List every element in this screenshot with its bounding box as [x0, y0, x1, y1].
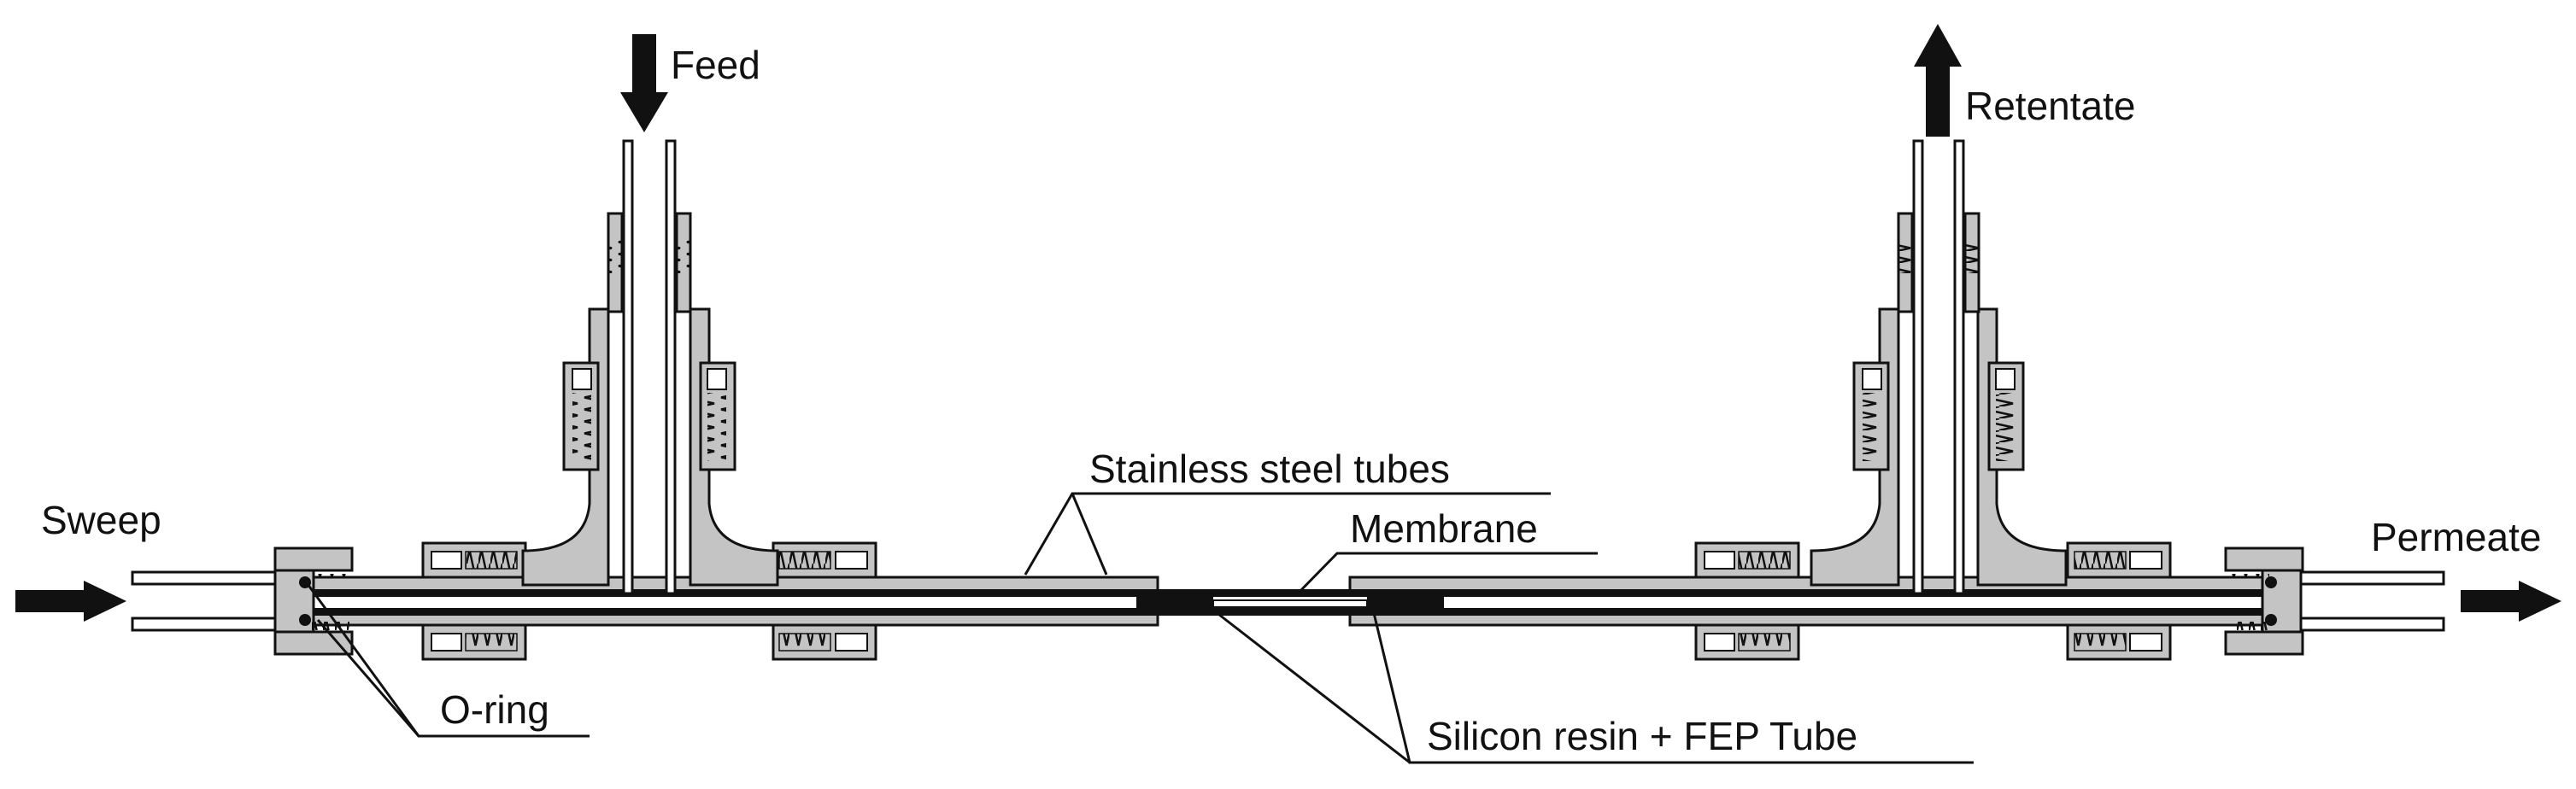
fitting-feed-left-nut: [421, 541, 527, 661]
sweep-label: Sweep: [41, 498, 161, 542]
feed-tee: [521, 139, 779, 595]
fitting-retentate-right-nut: [2066, 541, 2172, 661]
silicon-label: Silicon resin + FEP Tube: [1427, 714, 1857, 758]
silicon-resin-seal-left: [1136, 595, 1213, 612]
membrane-line-bottom: [295, 608, 2286, 616]
feed-label: Feed: [671, 43, 760, 87]
retentate-arrow-icon: [1914, 24, 1962, 137]
fitting-retentate-left-nut: [1694, 541, 1800, 661]
feed-arrow-icon: [620, 34, 668, 132]
fitting-sweep-end: [273, 546, 354, 656]
sweep-arrow-icon: [15, 581, 126, 622]
fitting-feed-right-nut: [772, 541, 877, 661]
silicon-resin-seal-right: [1367, 595, 1444, 612]
retentate-tee: [1810, 139, 2068, 595]
oring-label: O-ring: [440, 687, 549, 732]
stainless-label: Stainless steel tubes: [1089, 447, 1450, 491]
o-ring-bottom: [299, 614, 311, 626]
membrane-leader: [1297, 552, 1598, 594]
fitting-permeate-end: [2224, 546, 2304, 656]
membrane-line-top: [295, 589, 2286, 597]
leader-lines: [306, 492, 1974, 764]
permeate-arrow-icon: [2461, 581, 2561, 622]
retentate-label: Retentate: [1965, 84, 2135, 128]
permeate-label: Permeate: [2371, 515, 2541, 559]
fep-tube-gap: [1212, 599, 1368, 608]
membrane-label: Membrane: [1350, 506, 1538, 551]
